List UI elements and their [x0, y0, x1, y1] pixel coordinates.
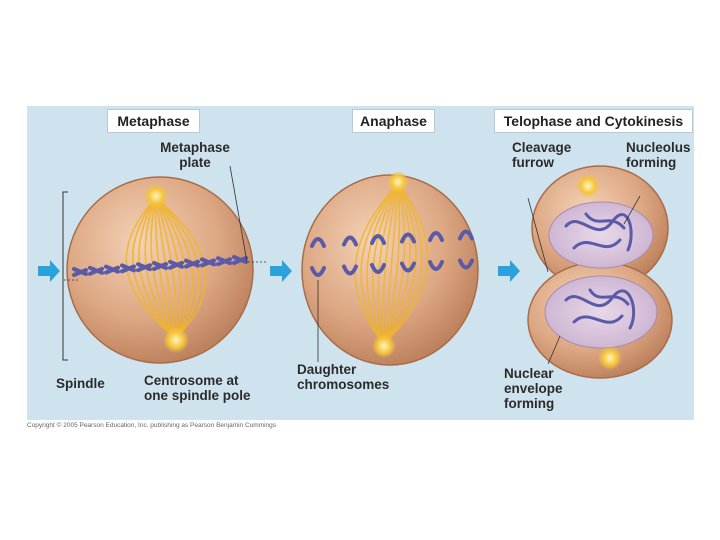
label-cleavage-line2: furrow: [512, 155, 554, 170]
label-daughter-chromosomes: Daughter chromosomes: [297, 362, 389, 392]
chromosome: [342, 264, 358, 276]
spindle-fiber: [383, 183, 423, 345]
label-nuclear-line3: forming: [504, 396, 555, 411]
label-centrosome-line2: one spindle pole: [144, 388, 251, 403]
heading-anaphase: Anaphase: [352, 109, 435, 133]
centrosome-top: [144, 184, 168, 208]
spindle-fiber: [155, 197, 182, 339]
spindle-bracket: [62, 191, 68, 361]
chromosome: [370, 234, 386, 245]
label-nucleolus-forming: Nucleolus forming: [626, 140, 691, 170]
label-centrosome-line1: Centrosome at: [144, 373, 239, 388]
nuclear-leader: [547, 335, 561, 365]
spindle-fiber: [383, 183, 429, 345]
chromosome: [400, 261, 416, 273]
heading-telophase: Telophase and Cytokinesis: [494, 109, 693, 133]
spindle-fiber: [154, 197, 177, 339]
anaphase-centrosome-bottom: [372, 334, 396, 358]
chromosome: [168, 260, 184, 270]
label-nucleolus-line1: Nucleolus: [626, 140, 691, 155]
spindle-fiber: [155, 197, 178, 339]
metaphase-plate-leader: [229, 165, 248, 263]
chromosome: [310, 237, 326, 248]
cleavage-leader: [527, 197, 549, 273]
chromosome: [232, 256, 248, 265]
chromosome: [400, 232, 416, 244]
label-centrosome: Centrosome at one spindle pole: [144, 373, 251, 403]
centrosome-bottom: [163, 327, 189, 353]
chromatin: [584, 212, 626, 230]
spindle-fiber: [155, 197, 207, 339]
label-metaphase-plate-line2: plate: [179, 155, 211, 170]
label-nuclear-line1: Nuclear: [504, 366, 554, 381]
arrow-into-anaphase: [270, 260, 292, 282]
chromosome: [184, 259, 200, 269]
spindle-fiber: [155, 197, 188, 339]
chromatin: [588, 288, 630, 306]
label-cleavage-furrow: Cleavage furrow: [512, 140, 571, 170]
spindle-fiber: [155, 197, 194, 339]
chromatin: [572, 314, 624, 324]
copyright-text: Copyright © 2005 Pearson Education, Inc.…: [27, 422, 277, 429]
chromosome: [136, 263, 152, 273]
chromosome: [370, 263, 386, 274]
label-cleavage-line1: Cleavage: [512, 140, 572, 155]
chromosome: [310, 266, 326, 277]
chromosome: [120, 264, 136, 274]
metaphase-cell: [66, 165, 268, 364]
spindle-fiber: [360, 183, 399, 345]
spindle-fiber: [366, 183, 399, 345]
heading-metaphase: Metaphase: [107, 109, 200, 133]
label-daughter-line1: Daughter: [297, 362, 357, 377]
chromosome: [216, 257, 232, 267]
label-nuclear-line2: envelope: [504, 381, 563, 396]
arrow-into-telophase: [498, 260, 520, 282]
anaphase-cell: [301, 171, 479, 366]
metaphase-chromosomes: [72, 255, 248, 277]
label-daughter-line2: chromosomes: [297, 377, 390, 392]
chromosome: [104, 265, 120, 275]
label-metaphase-plate: Metaphase plate: [150, 140, 240, 170]
chromosome: [72, 268, 88, 277]
label-metaphase-plate-line1: Metaphase: [160, 140, 230, 155]
chromosome: [458, 229, 474, 241]
telophase-cells: [527, 165, 673, 379]
label-nuclear-envelope: Nuclear envelope forming: [504, 366, 563, 411]
arrow-into-metaphase: [38, 260, 60, 282]
chromosome: [88, 266, 104, 276]
spindle-fiber: [377, 183, 399, 345]
chromosome: [342, 235, 358, 247]
nucleus-bottom: [544, 275, 658, 349]
nucleus-top: [548, 201, 654, 269]
telophase-centrosome-bottom: [598, 346, 622, 370]
chromosome: [458, 258, 474, 270]
daughter-chromosomes: [310, 229, 474, 277]
chromosome: [200, 258, 216, 268]
anaphase-centrosome-top: [387, 171, 409, 193]
chromosome: [428, 231, 444, 242]
chromosome: [428, 260, 444, 271]
spindle-fiber: [383, 183, 401, 345]
label-nucleolus-line2: forming: [626, 155, 677, 170]
label-spindle: Spindle: [56, 376, 105, 391]
chromatin: [572, 238, 622, 250]
spindle-fiber: [155, 197, 201, 339]
chromosome: [152, 262, 168, 271]
spindle-fiber: [383, 183, 399, 345]
nucleolus-leader: [623, 195, 641, 225]
spindle-fiber: [383, 183, 411, 345]
telophase-centrosome-top: [576, 174, 600, 198]
